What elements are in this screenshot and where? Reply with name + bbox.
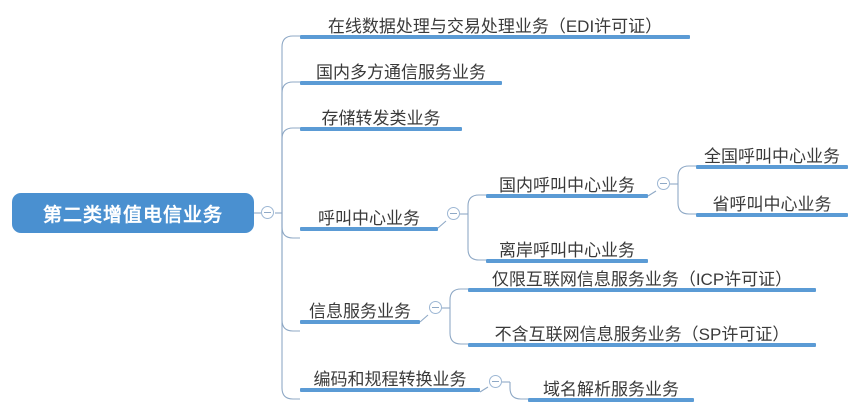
subnode-offshore-call-center-bar: [486, 259, 648, 263]
leaf-node-provincial-call-center[interactable]: 省呼叫中心业务: [696, 185, 848, 217]
root-collapse-toggle-icon[interactable]: [261, 206, 274, 219]
branch-node-multiparty[interactable]: 国内多方通信服务业务: [300, 53, 502, 85]
subnode-offshore-call-center-label: 离岸呼叫中心业务: [499, 241, 635, 261]
subnode-domain-resolution-bar: [528, 398, 694, 402]
leaf-node-national-call-center-bar: [696, 165, 848, 169]
root-node[interactable]: 第二类增值电信业务: [12, 193, 254, 233]
leaf-node-national-call-center-label: 全国呼叫中心业务: [704, 147, 840, 167]
branch-node-call-center-bar: [300, 227, 438, 231]
subnode-domestic-call-center-bar: [486, 194, 648, 198]
branch-node-store-forward[interactable]: 存储转发类业务: [300, 99, 462, 131]
leaf-node-provincial-call-center-label: 省呼叫中心业务: [712, 195, 832, 215]
branch-node-edi-label: 在线数据处理与交易处理业务（EDI许可证）: [327, 17, 663, 37]
protocol-conversion-collapse-toggle-icon[interactable]: [489, 375, 502, 388]
leaf-node-national-call-center[interactable]: 全国呼叫中心业务: [696, 137, 848, 169]
branch-node-store-forward-bar: [300, 127, 462, 131]
info-service-collapse-toggle-icon[interactable]: [429, 301, 442, 314]
subnode-sp[interactable]: 不含互联网信息服务业务（SP许可证）: [468, 315, 816, 347]
branch-node-edi[interactable]: 在线数据处理与交易处理业务（EDI许可证）: [300, 7, 690, 39]
branch-node-call-center-label: 呼叫中心业务: [318, 209, 420, 229]
subnode-offshore-call-center[interactable]: 离岸呼叫中心业务: [486, 231, 648, 263]
branch-node-edi-bar: [300, 35, 690, 39]
call-center-collapse-toggle-icon[interactable]: [447, 207, 460, 220]
subnode-domestic-call-center[interactable]: 国内呼叫中心业务: [486, 166, 648, 198]
branch-node-multiparty-label: 国内多方通信服务业务: [316, 63, 486, 83]
branch-node-info-service-bar: [300, 320, 420, 324]
branch-node-store-forward-label: 存储转发类业务: [321, 109, 441, 129]
root-node-label: 第二类增值电信业务: [42, 204, 223, 226]
domestic-call-center-collapse-toggle-icon[interactable]: [657, 177, 670, 190]
subnode-sp-label: 不含互联网信息服务业务（SP许可证）: [494, 325, 790, 345]
branch-node-protocol-conversion[interactable]: 编码和规程转换业务: [300, 360, 480, 392]
subnode-domain-resolution[interactable]: 域名解析服务业务: [528, 370, 694, 402]
subnode-domestic-call-center-label: 国内呼叫中心业务: [499, 176, 635, 196]
branch-node-multiparty-bar: [300, 81, 502, 85]
subnode-icp[interactable]: 仅限互联网信息服务业务（ICP许可证）: [468, 260, 816, 292]
branch-node-protocol-conversion-label: 编码和规程转换业务: [313, 370, 467, 390]
subnode-sp-bar: [468, 343, 816, 347]
branch-node-info-service[interactable]: 信息服务业务: [300, 292, 420, 324]
subnode-domain-resolution-label: 域名解析服务业务: [543, 380, 679, 400]
branch-node-call-center[interactable]: 呼叫中心业务: [300, 199, 438, 231]
branch-node-info-service-label: 信息服务业务: [309, 302, 411, 322]
subnode-icp-bar: [468, 288, 816, 292]
leaf-node-provincial-call-center-bar: [696, 213, 848, 217]
branch-node-protocol-conversion-bar: [300, 388, 480, 392]
subnode-icp-label: 仅限互联网信息服务业务（ICP许可证）: [491, 270, 793, 290]
